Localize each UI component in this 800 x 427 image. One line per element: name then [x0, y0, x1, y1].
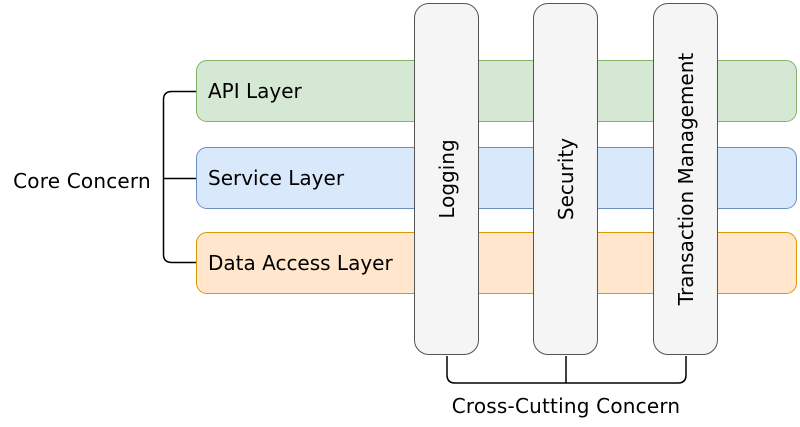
- layer-label-service: Service Layer: [208, 166, 345, 190]
- layer-label-api: API Layer: [208, 79, 302, 103]
- core-concern-label: Core Concern: [13, 169, 151, 193]
- cross-cutting-concern-label: Cross-Cutting Concern: [451, 394, 681, 418]
- concern-label-logging: Logging: [434, 139, 459, 219]
- concern-bar-logging: Logging: [414, 3, 479, 355]
- concern-label-transaction-management: Transaction Management: [673, 52, 698, 306]
- layer-label-data-access: Data Access Layer: [208, 251, 393, 275]
- core-concern-bracket: [162, 90, 196, 264]
- concern-bar-transaction-management: Transaction Management: [653, 3, 718, 355]
- concern-bar-security: Security: [533, 3, 598, 355]
- cross-cutting-bracket: [446, 356, 687, 384]
- concern-label-security: Security: [553, 137, 578, 221]
